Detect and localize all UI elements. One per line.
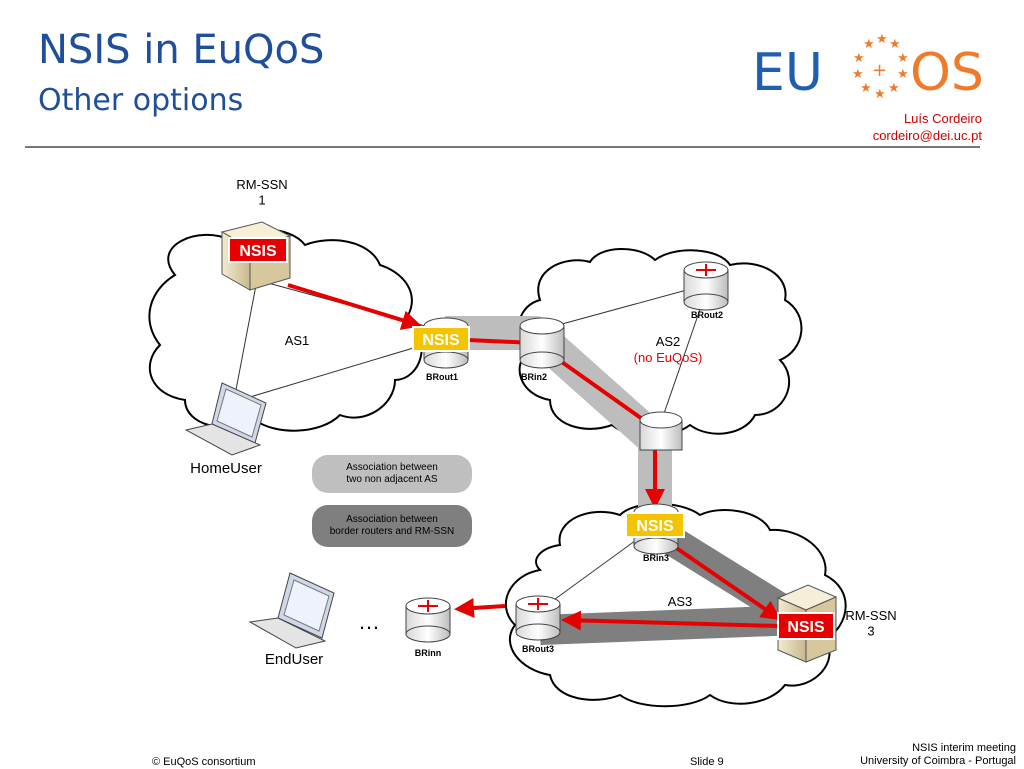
svg-text:★: ★: [863, 37, 875, 52]
header-divider: [25, 146, 980, 148]
label-brout2: BRout2: [691, 310, 723, 320]
router-brout2-icon: [683, 261, 729, 311]
logo-star-circle: ★★★ ★★★ ★★★ ★ +: [852, 32, 909, 102]
svg-text:★: ★: [853, 51, 865, 66]
svg-text:★: ★: [852, 67, 864, 82]
label-brout3: BRout3: [522, 644, 554, 654]
label-as2: AS2: [656, 334, 681, 349]
logo-text-eu: EU: [752, 43, 823, 103]
svg-text:★: ★: [874, 87, 886, 102]
svg-text:★: ★: [889, 37, 901, 52]
label-brinn: BRinn: [415, 648, 442, 658]
svg-text:NSIS: NSIS: [422, 332, 460, 349]
label-homeuser: HomeUser: [190, 460, 262, 477]
nsis-badge-brout1: NSIS: [412, 326, 470, 352]
svg-text:NSIS: NSIS: [787, 619, 825, 636]
label-as1: AS1: [285, 333, 310, 348]
label-enduser: EndUser: [265, 651, 323, 668]
nsis-signaling-arrows: [287, 283, 782, 631]
nsis-badge-brin3: NSIS: [625, 512, 685, 538]
svg-text:★: ★: [860, 81, 872, 96]
page-title: NSIS in EuQoS: [38, 27, 325, 73]
nsis-badge-rmssn1: NSIS: [228, 237, 288, 263]
laptop-enduser-icon: [248, 572, 335, 649]
label-as2-note: (no EuQoS): [634, 350, 703, 365]
author-block: Luís Cordeiro cordeiro@dei.uc.pt: [873, 110, 982, 144]
svg-text:★: ★: [888, 81, 900, 96]
label-as3: AS3: [668, 594, 693, 609]
svg-text:NSIS: NSIS: [636, 518, 674, 535]
svg-text:★: ★: [897, 51, 909, 66]
nsis-badge-rmssn3: NSIS: [777, 612, 835, 640]
page-subtitle: Other options: [38, 83, 244, 118]
euqos-logo: EU ★★★ ★★★ ★★★ ★ + OS: [752, 32, 984, 103]
legend-light: [312, 455, 472, 493]
footer-meeting-name: NSIS interim meeting: [912, 742, 1016, 754]
footer-copyright: © EuQoS consortium: [152, 756, 256, 768]
router-brout3-icon: [515, 595, 561, 641]
svg-text:NSIS: NSIS: [239, 243, 277, 260]
router-brin2-icon: [519, 317, 565, 369]
author-email: cordeiro@dei.uc.pt: [872, 128, 982, 143]
footer-university: University of Coimbra - Portugal: [860, 755, 1016, 767]
label-ellipsis: …: [358, 609, 380, 634]
label-brout1: BRout1: [426, 372, 458, 382]
footer-slide-number: Slide 9: [690, 756, 724, 768]
svg-text:★: ★: [897, 67, 909, 82]
logo-text-os: OS: [910, 43, 984, 103]
laptop-homeuser-icon: [184, 382, 267, 456]
svg-text:★: ★: [876, 32, 888, 47]
author-name: Luís Cordeiro: [903, 111, 982, 126]
label-brin2: BRin2: [521, 372, 547, 382]
legend-dark: [312, 505, 472, 547]
label-brin3: BRin3: [643, 553, 669, 563]
router-as2-exit-icon: [639, 411, 683, 451]
router-brinn-icon: [405, 597, 451, 643]
svg-text:+: +: [872, 60, 887, 81]
footer-meeting: NSIS interim meeting University of Coimb…: [860, 742, 1016, 768]
cloud-as3: [504, 502, 847, 708]
